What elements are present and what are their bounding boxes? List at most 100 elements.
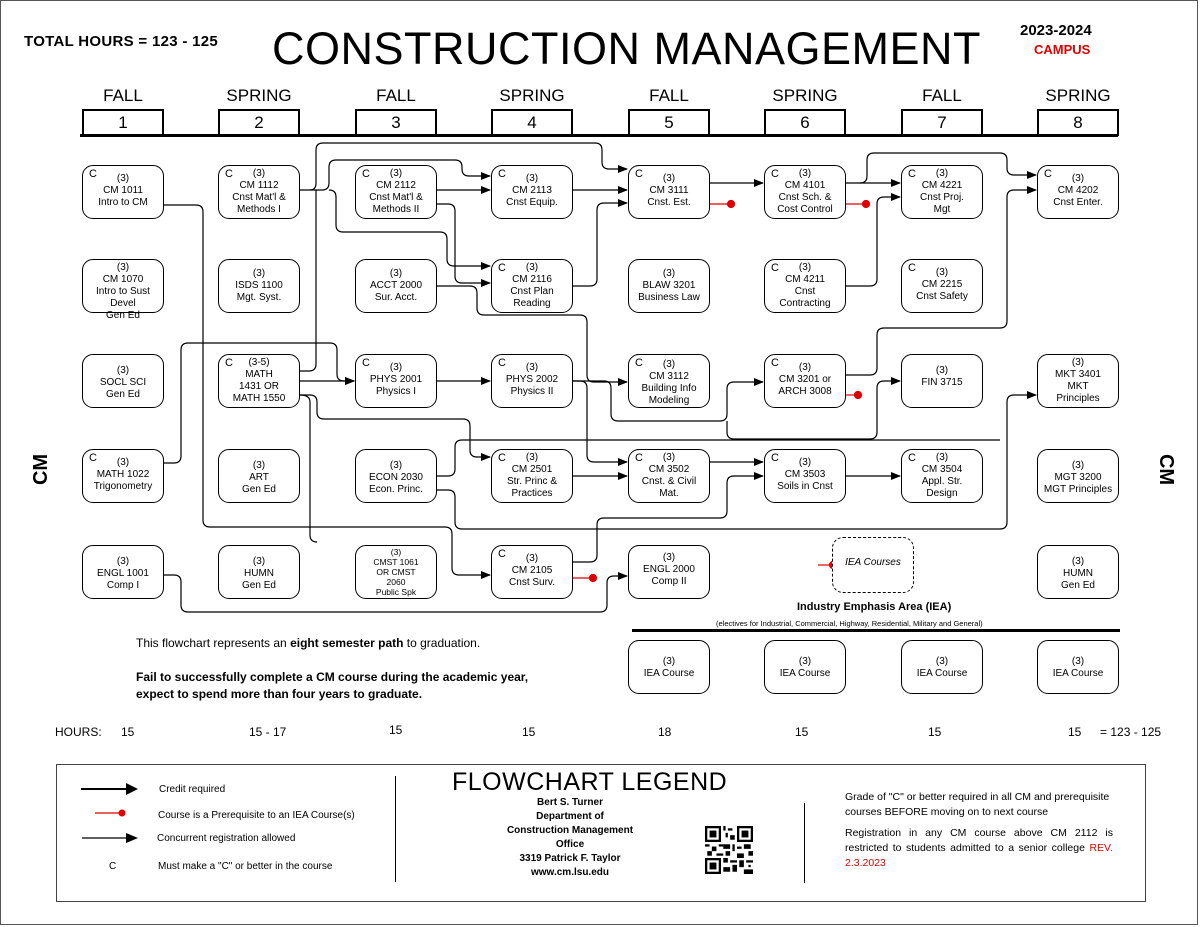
course-cm-4202[interactable]: C (3) CM 4202 Cnst Enter.: [1037, 165, 1119, 219]
hours-sem-1: 15: [121, 725, 135, 739]
course-cm-2112[interactable]: C (3) CM 2112 Cnst Mat'l & Methods II: [355, 165, 437, 219]
course-cm-2105[interactable]: C (3) CM 2105 Cnst Surv.: [491, 545, 573, 599]
course-credits: (3): [935, 656, 949, 667]
hours-sem-7: 15: [928, 725, 942, 739]
course-acct-2000[interactable]: (3) ACCT 2000 Sur. Acct.: [355, 259, 437, 313]
course-credits: (3): [798, 262, 812, 273]
course-title: Contracting: [779, 298, 831, 309]
warning-line-2: expect to spend more than four years to …: [136, 687, 423, 701]
course-title: Cnst Mat'l &: [232, 192, 286, 203]
course-cm-3112[interactable]: C (3) CM 3112 Building Info Modeling: [628, 354, 710, 408]
course-mkt-3401[interactable]: (3) MKT 3401 MKT Principles: [1037, 354, 1119, 408]
c-grade-flag: C: [771, 452, 779, 464]
course-code: CM 2112: [376, 180, 416, 191]
course-title: Principles: [1056, 393, 1100, 404]
course-title: Soils in Cnst: [777, 481, 833, 492]
legend-c-symbol: C: [109, 861, 117, 872]
course-code: CM 2105: [511, 565, 553, 576]
course-humn-gened-2[interactable]: (3) HUMN Gen Ed: [1037, 545, 1119, 599]
course-title: MGT Principles: [1043, 484, 1113, 495]
c-grade-flag: C: [498, 262, 506, 274]
course-cm-3111[interactable]: C (3) CM 3111 Cnst. Est.: [628, 165, 710, 219]
office-line: Department of: [536, 811, 604, 822]
iea-course-8[interactable]: (3) IEA Course: [1037, 640, 1119, 694]
semester-8-term: SPRING: [1045, 86, 1111, 105]
course-cm-3502[interactable]: C (3) CM 3502 Cnst. & Civil Mat.: [628, 449, 710, 503]
course-cm-4221[interactable]: C (3) CM 4221 Cnst Proj. Mgt: [901, 165, 983, 219]
course-math-1022[interactable]: C (3) MATH 1022 Trigonometry: [82, 449, 164, 503]
course-code: CM 3502: [648, 464, 690, 475]
course-cm-3201-or-arch-3008[interactable]: C (3) CM 3201 or ARCH 3008: [764, 354, 846, 408]
course-cm-1011[interactable]: C (3) CM 1011 Intro to CM: [82, 165, 164, 219]
course-credits: (3): [389, 460, 403, 471]
course-blaw-3201[interactable]: (3) BLAW 3201 Business Law: [628, 259, 710, 313]
course-cm-3503[interactable]: C (3) CM 3503 Soils in Cnst: [764, 449, 846, 503]
course-cm-4211[interactable]: C (3) CM 4211 Cnst Contracting: [764, 259, 846, 313]
course-mgt-3200[interactable]: (3) MGT 3200 MGT Principles: [1037, 449, 1119, 503]
course-cm-1070[interactable]: (3) CM 1070 Intro to Sust Devel Gen Ed: [82, 259, 164, 321]
course-title: Gen Ed: [1061, 580, 1095, 591]
course-econ-2030[interactable]: (3) ECON 2030 Econ. Princ.: [355, 449, 437, 503]
course-math-1431-or-1550[interactable]: C (3-5) MATH 1431 OR MATH 1550: [218, 354, 300, 408]
semester-7-term: FALL: [922, 86, 962, 105]
registration-restriction-note: Registration in any CM course above CM 2…: [845, 826, 1113, 871]
course-engl-1001[interactable]: (3) ENGL 1001 Comp I: [82, 545, 164, 599]
iea-courses-label: IEA Courses: [845, 557, 901, 568]
course-gened: Gen Ed: [106, 310, 140, 321]
course-credits: (3): [389, 268, 403, 279]
course-socl-sci[interactable]: (3) SOCL SCI Gen Ed: [82, 354, 164, 408]
c-grade-flag: C: [1044, 168, 1052, 180]
course-phys-2002[interactable]: C (3) PHYS 2002 Physics II: [491, 354, 573, 408]
c-grade-flag: C: [635, 357, 643, 369]
course-title: Cnst Mat'l &: [369, 192, 423, 203]
course-fin-3715[interactable]: (3) FIN 3715: [901, 354, 983, 408]
semester-3-term: FALL: [376, 86, 416, 105]
qr-code-icon[interactable]: [705, 826, 753, 874]
course-credits: (3): [935, 365, 949, 376]
course-title: Intro to CM: [98, 197, 148, 208]
course-cm-2501[interactable]: C (3) CM 2501 Str. Princ & Practices: [491, 449, 573, 503]
eight-semester-note: This flowchart represents an eight semes…: [136, 636, 480, 650]
course-cm-2113[interactable]: C (3) CM 2113 Cnst Equip.: [491, 165, 573, 219]
course-engl-2000[interactable]: (3) ENGL 2000 Comp II: [628, 545, 710, 599]
total-hours: TOTAL HOURS = 123 - 125: [24, 33, 219, 50]
course-credits: (3): [252, 168, 266, 179]
course-code: CM 4202: [1057, 185, 1099, 196]
semester-7-box: 7: [901, 109, 983, 136]
course-code: PHYS 2002: [505, 374, 559, 385]
flowchart-legend: [56, 764, 1146, 902]
course-title: IEA Course: [1052, 668, 1104, 679]
course-credits: (3): [662, 268, 676, 279]
course-cm-2215[interactable]: C (3) CM 2215 Cnst Safety: [901, 259, 983, 313]
course-code: ARCH 3008: [778, 386, 832, 397]
course-credits: (3): [116, 556, 130, 567]
course-art-gened[interactable]: (3) ART Gen Ed: [218, 449, 300, 503]
course-credits: (3): [116, 457, 130, 468]
course-title: Design: [926, 488, 958, 499]
course-credits: (3): [1071, 460, 1085, 471]
iea-course-6[interactable]: (3) IEA Course: [764, 640, 846, 694]
course-cm-3504[interactable]: C (3) CM 3504 Appl. Str. Design: [901, 449, 983, 503]
course-humn-gened[interactable]: (3) HUMN Gen Ed: [218, 545, 300, 599]
course-code: ISDS 1100: [235, 280, 283, 291]
iea-course-7[interactable]: (3) IEA Course: [901, 640, 983, 694]
iea-course-5[interactable]: (3) IEA Course: [628, 640, 710, 694]
course-title: Methods II: [372, 204, 420, 215]
course-cm-4101[interactable]: C (3) CM 4101 Cnst Sch. & Cost Control: [764, 165, 846, 219]
note-text: to graduation.: [403, 636, 481, 650]
course-cmst-1061-or-2060[interactable]: (3) CMST 1061 OR CMST 2060 Public Spk: [355, 545, 437, 599]
c-grade-flag: C: [225, 357, 233, 369]
course-cm-1112[interactable]: C (3) CM 1112 Cnst Mat'l & Methods I: [218, 165, 300, 219]
c-grade-flag: C: [771, 357, 779, 369]
course-phys-2001[interactable]: C (3) PHYS 2001 Physics I: [355, 354, 437, 408]
course-code: MKT 3401: [1055, 369, 1101, 380]
course-title: Devel: [110, 298, 136, 309]
course-title: Cnst Safety: [916, 291, 968, 302]
legend-title: FLOWCHART LEGEND: [452, 768, 728, 796]
course-title: Mgt. Syst.: [236, 292, 282, 303]
c-grade-flag: C: [908, 168, 916, 180]
course-cm-2116[interactable]: C (3) CM 2116 Cnst Plan Reading: [491, 259, 573, 313]
course-title: Mgt: [933, 204, 951, 215]
course-credits: (3): [935, 267, 949, 278]
course-isds-1100[interactable]: (3) ISDS 1100 Mgt. Syst.: [218, 259, 300, 313]
